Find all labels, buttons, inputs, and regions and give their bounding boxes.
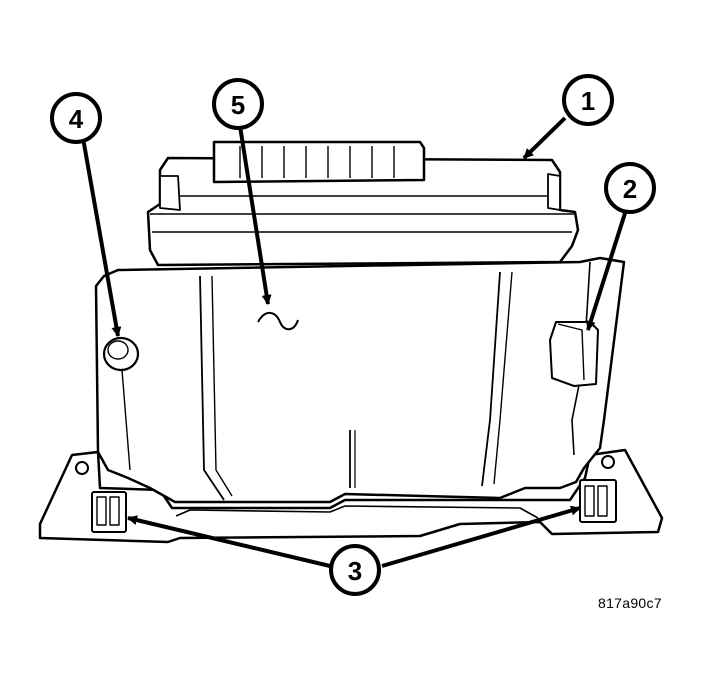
leader-5 <box>238 125 272 305</box>
battery-tray <box>38 256 664 544</box>
svg-text:1: 1 <box>581 86 595 116</box>
leader-3-left <box>127 515 331 568</box>
leader-lines <box>81 116 628 568</box>
leader-1 <box>522 116 567 160</box>
callout-1: 1 <box>562 74 614 126</box>
svg-text:5: 5 <box>231 90 245 120</box>
leader-4 <box>81 137 122 337</box>
svg-text:2: 2 <box>623 174 637 204</box>
svg-text:3: 3 <box>348 556 362 586</box>
callout-4: 4 <box>50 92 102 144</box>
callout-5: 5 <box>212 78 264 130</box>
figure-id: 817a90c7 <box>598 595 662 611</box>
leader-3-right <box>381 505 581 568</box>
tilde-mark <box>257 312 299 331</box>
svg-text:4: 4 <box>69 104 84 134</box>
leader-2 <box>585 209 628 331</box>
battery <box>146 140 580 267</box>
callout-3: 3 <box>329 544 381 596</box>
callout-2: 2 <box>604 162 656 214</box>
